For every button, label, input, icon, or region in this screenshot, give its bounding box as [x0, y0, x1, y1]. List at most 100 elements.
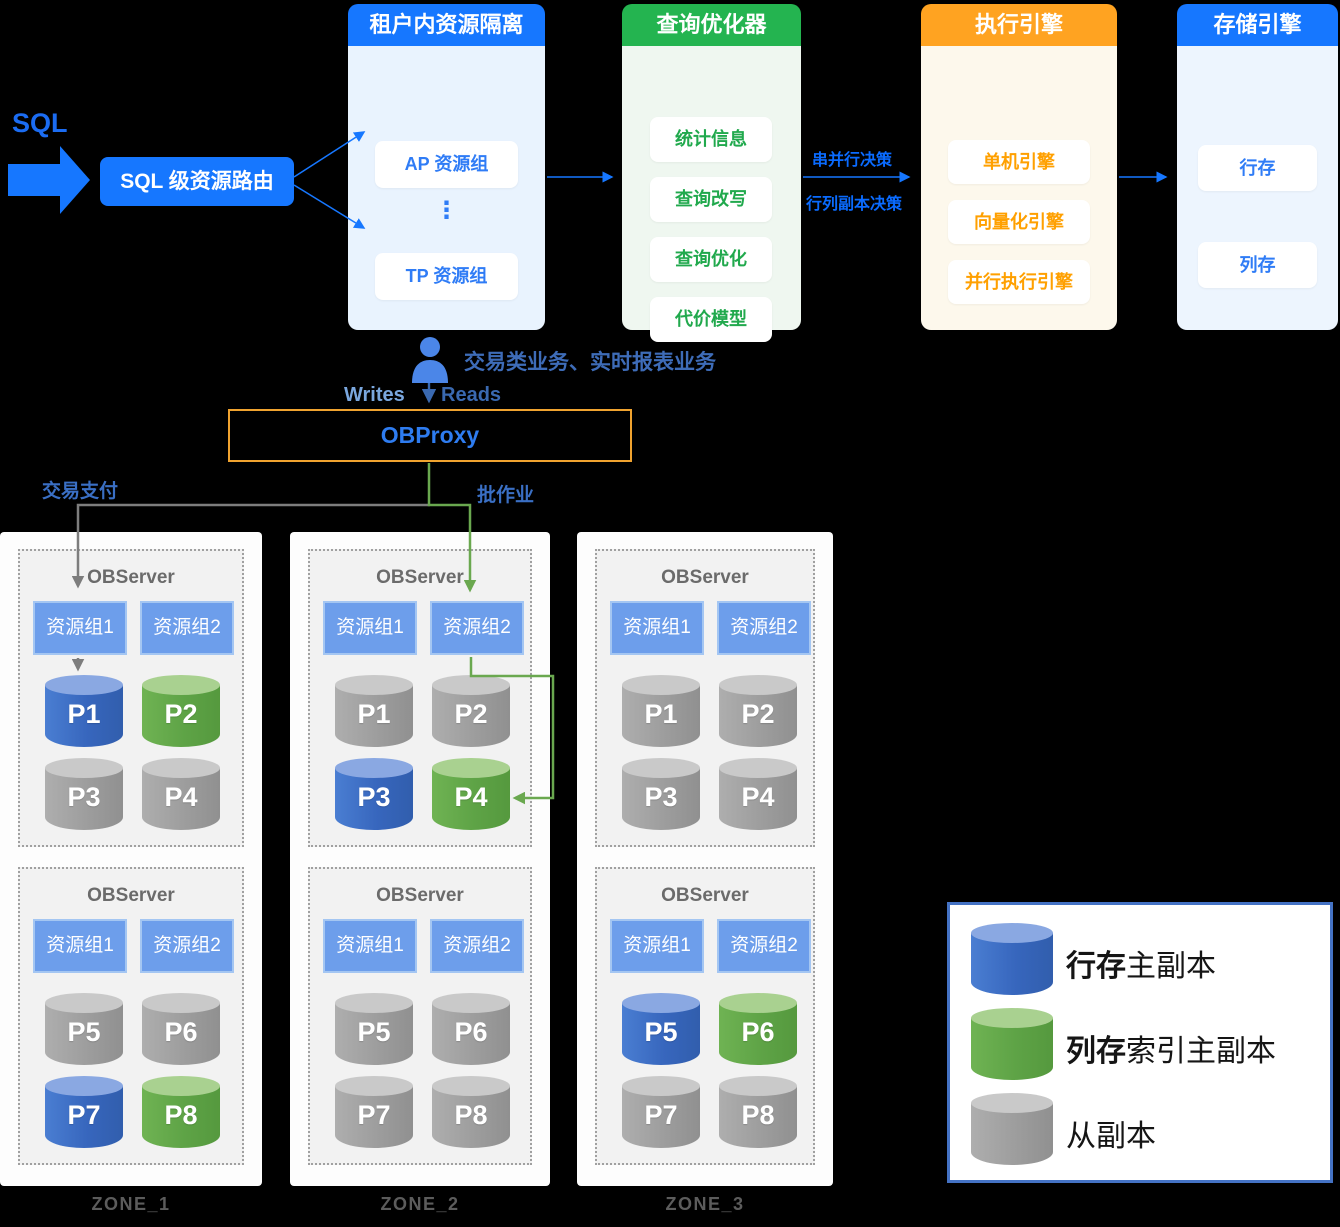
query-optimization-card: 查询优化 — [650, 237, 772, 282]
legend-box: 行存主副本 列存索引主副本 从副本 — [947, 902, 1333, 1183]
partition-p5-cylinder: P5 — [335, 993, 413, 1067]
cylinder-top — [719, 1076, 797, 1096]
legend-label: 列存索引主副本 — [1066, 1026, 1276, 1070]
partition-p6-cylinder: P6 — [142, 993, 220, 1067]
zone-label: ZONE_2 — [380, 1194, 460, 1214]
resource-group-1-chip: 资源组1 — [33, 601, 127, 655]
observer-title: OBServer — [376, 567, 464, 588]
resource-group-2-chip: 资源组2 — [717, 919, 811, 973]
partition-p8-cylinder: P8 — [142, 1076, 220, 1150]
cylinder-top — [45, 758, 123, 778]
legend-term: 行存 — [1066, 950, 1126, 983]
cylinder-body — [45, 768, 123, 830]
observer-box: OBServer 资源组1 资源组2 P5 P6 P7 P8 — [308, 867, 532, 1165]
cylinder-top — [432, 758, 510, 778]
partition-p7-cylinder: P7 — [45, 1076, 123, 1150]
cylinder-top — [971, 1093, 1053, 1113]
partition-label: P7 — [357, 1100, 391, 1130]
partition-p1-cylinder: P1 — [335, 675, 413, 749]
cylinder-body — [335, 1003, 413, 1065]
observer-title: OBServer — [661, 885, 749, 906]
cylinder-body — [971, 1018, 1053, 1080]
statistics-card: 统计信息 — [650, 117, 772, 162]
partition-label: P6 — [741, 1017, 775, 1047]
partition-p3-cylinder: P3 — [335, 758, 413, 832]
resource-group-2-chip: 资源组2 — [140, 919, 234, 973]
partition-label: P8 — [454, 1100, 488, 1130]
partition-label: P2 — [164, 699, 198, 729]
partition-p8-cylinder: P8 — [432, 1076, 510, 1150]
cylinder-top — [142, 758, 220, 778]
partition-label: P4 — [741, 782, 775, 812]
partition-label: P8 — [164, 1100, 198, 1130]
resource-group-1-chip: 资源组1 — [610, 601, 704, 655]
partition-p5-cylinder: P5 — [622, 993, 700, 1067]
partition-p8-cylinder: P8 — [719, 1076, 797, 1150]
storage-engine-panel: 存储引擎 行存 列存 — [1177, 4, 1338, 330]
execution-engine-panel: 执行引擎 单机引擎 向量化引擎 并行执行引擎 — [921, 4, 1117, 330]
resource-group-2-chip: 资源组2 — [140, 601, 234, 655]
partition-p4-cylinder: P4 — [719, 758, 797, 832]
row-store-cylinder-icon — [971, 923, 1053, 997]
partition-label: P5 — [357, 1017, 391, 1047]
partition-p4-cylinder: P4 — [142, 758, 220, 832]
resource-group-2-chip: 资源组2 — [717, 601, 811, 655]
partition-p2-cylinder: P2 — [719, 675, 797, 749]
query-optimizer-panel: 查询优化器 统计信息 查询改写 查询优化 代价模型 — [622, 4, 801, 342]
partition-p5-cylinder: P5 — [45, 993, 123, 1067]
storage-engine-body: 行存 列存 — [1177, 46, 1338, 330]
cylinder-top — [622, 1076, 700, 1096]
observer-box: OBServer 资源组1 资源组2 P5 P6 P7 P8 — [595, 867, 815, 1165]
obproxy-box: OBProxy — [228, 409, 632, 462]
partition-label: P1 — [357, 699, 391, 729]
zone-box: OBServer 资源组1 资源组2 P1 P2 P3 P4 OBServer … — [290, 532, 550, 1186]
partition-label: P7 — [67, 1100, 101, 1130]
single-machine-engine-card: 单机引擎 — [948, 140, 1090, 184]
legend-desc: 索引主副本 — [1126, 1035, 1276, 1068]
zone-box: OBServer 资源组1 资源组2 P1 P2 P3 P4 OBServer … — [0, 532, 262, 1186]
partition-p4-cylinder: P4 — [432, 758, 510, 832]
cylinder-top — [335, 1076, 413, 1096]
partition-p1-cylinder: P1 — [45, 675, 123, 749]
partition-p2-cylinder: P2 — [432, 675, 510, 749]
user-icon — [409, 336, 451, 389]
partition-label: P3 — [357, 782, 391, 812]
observer-title: OBServer — [376, 885, 464, 906]
column-store-card: 列存 — [1198, 242, 1317, 288]
cylinder-top — [622, 993, 700, 1013]
parallel-execution-engine-card: 并行执行引擎 — [948, 260, 1090, 304]
tenant-isolation-panel: 租户内资源隔离 AP 资源组 ⋮ TP 资源组 — [348, 4, 545, 330]
execution-engine-body: 单机引擎 向量化引擎 并行执行引擎 — [921, 46, 1117, 330]
partition-p6-cylinder: P6 — [432, 993, 510, 1067]
partition-p3-cylinder: P3 — [45, 758, 123, 832]
cylinder-body — [142, 768, 220, 830]
legend-label: 从副本 — [1066, 1111, 1156, 1155]
cylinder-top — [432, 993, 510, 1013]
cylinder-body — [432, 1086, 510, 1148]
cylinder-body — [971, 933, 1053, 995]
cylinder-top — [142, 993, 220, 1013]
sql-resource-router-box: SQL 级资源路由 — [100, 157, 294, 206]
cylinder-body — [45, 1003, 123, 1065]
ap-resource-group-card: AP 资源组 — [375, 141, 518, 188]
cylinder-body — [971, 1103, 1053, 1165]
tenant-isolation-body: AP 资源组 ⋮ TP 资源组 — [348, 46, 545, 330]
partition-label: P6 — [164, 1017, 198, 1047]
tenant-isolation-title: 租户内资源隔离 — [348, 4, 545, 46]
partition-p7-cylinder: P7 — [622, 1076, 700, 1150]
partition-label: P4 — [454, 782, 488, 812]
cylinder-body — [622, 685, 700, 747]
row-column-replica-decision-label: 行列副本决策 — [806, 196, 903, 213]
cylinder-top — [719, 675, 797, 695]
execution-engine-title: 执行引擎 — [921, 4, 1117, 46]
sql-input-arrow-head — [60, 146, 90, 214]
observer-box: OBServer 资源组1 资源组2 P1 P2 P3 P4 — [308, 549, 532, 847]
cylinder-body — [719, 768, 797, 830]
legend-term: 列存 — [1066, 1035, 1126, 1068]
observer-box: OBServer 资源组1 资源组2 P1 P2 P3 P4 — [595, 549, 815, 847]
partition-label: P8 — [741, 1100, 775, 1130]
partition-label: P7 — [644, 1100, 678, 1130]
observer-box: OBServer 资源组1 资源组2 P1 P2 P3 P4 — [18, 549, 244, 847]
observer-title: OBServer — [87, 567, 175, 588]
serial-parallel-decision-label: 串并行决策 — [812, 152, 893, 169]
